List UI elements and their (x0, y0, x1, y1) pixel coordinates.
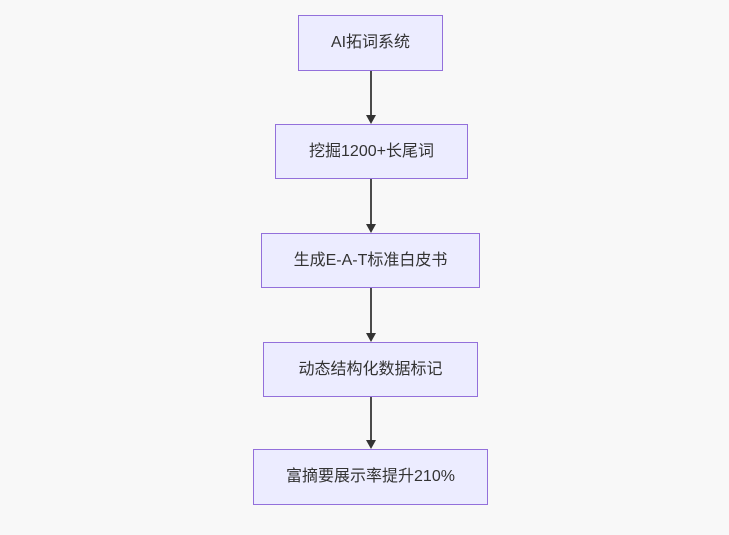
flow-node-rich-snippet-rate-increase: 富摘要展示率提升210% (253, 449, 488, 505)
arrowhead-down-icon (366, 115, 376, 124)
arrow-line (370, 288, 372, 335)
flow-edge-1 (365, 71, 377, 124)
flow-edge-3 (365, 288, 377, 342)
arrow-line (370, 71, 372, 117)
flow-node-label: 挖掘1200+长尾词 (309, 142, 434, 160)
flow-edge-4 (365, 397, 377, 449)
flow-node-label: 富摘要展示率提升210% (286, 468, 455, 486)
flow-node-eat-whitepaper-generation: 生成E-A-T标准白皮书 (261, 233, 480, 288)
flow-edge-2 (365, 179, 377, 233)
arrow-line (370, 397, 372, 442)
arrowhead-down-icon (366, 333, 376, 342)
flow-node-label: AI拓词系统 (330, 34, 411, 52)
flow-node-label: 生成E-A-T标准白皮书 (293, 251, 448, 269)
flow-node-dynamic-structured-data-markup: 动态结构化数据标记 (263, 342, 478, 397)
flow-node-ai-word-expansion-system: AI拓词系统 (298, 15, 443, 71)
arrow-line (370, 179, 372, 226)
arrowhead-down-icon (366, 440, 376, 449)
flow-node-label: 动态结构化数据标记 (298, 360, 443, 378)
arrowhead-down-icon (366, 224, 376, 233)
flow-node-longtail-keyword-mining: 挖掘1200+长尾词 (275, 124, 468, 179)
